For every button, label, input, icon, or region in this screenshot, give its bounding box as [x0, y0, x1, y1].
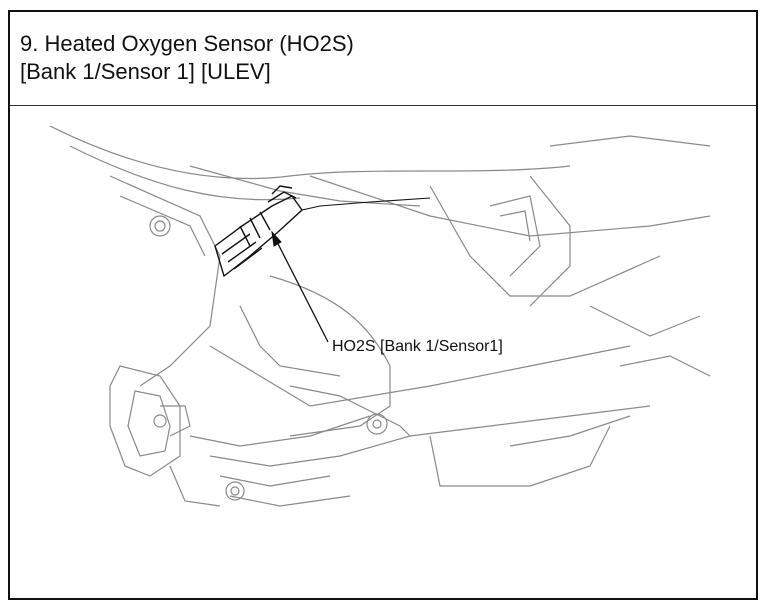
callout-label: HO2S [Bank 1/Sensor1] [332, 338, 503, 355]
oxygen-sensor-icon [214, 185, 431, 278]
callout-leader [271, 230, 329, 343]
page-title: 9. Heated Oxygen Sensor (HO2S) [Bank 1/S… [10, 12, 756, 106]
title-line-1: 9. Heated Oxygen Sensor (HO2S) [20, 31, 354, 56]
diagram-frame: 9. Heated Oxygen Sensor (HO2S) [Bank 1/S… [8, 10, 758, 600]
sensor-illustration: HO2S [Bank 1/Sensor1] [10, 106, 756, 598]
engine-linework [49, 125, 711, 507]
title-line-2: [Bank 1/Sensor 1] [ULEV] [20, 59, 271, 84]
engine-drawing [49, 125, 711, 507]
